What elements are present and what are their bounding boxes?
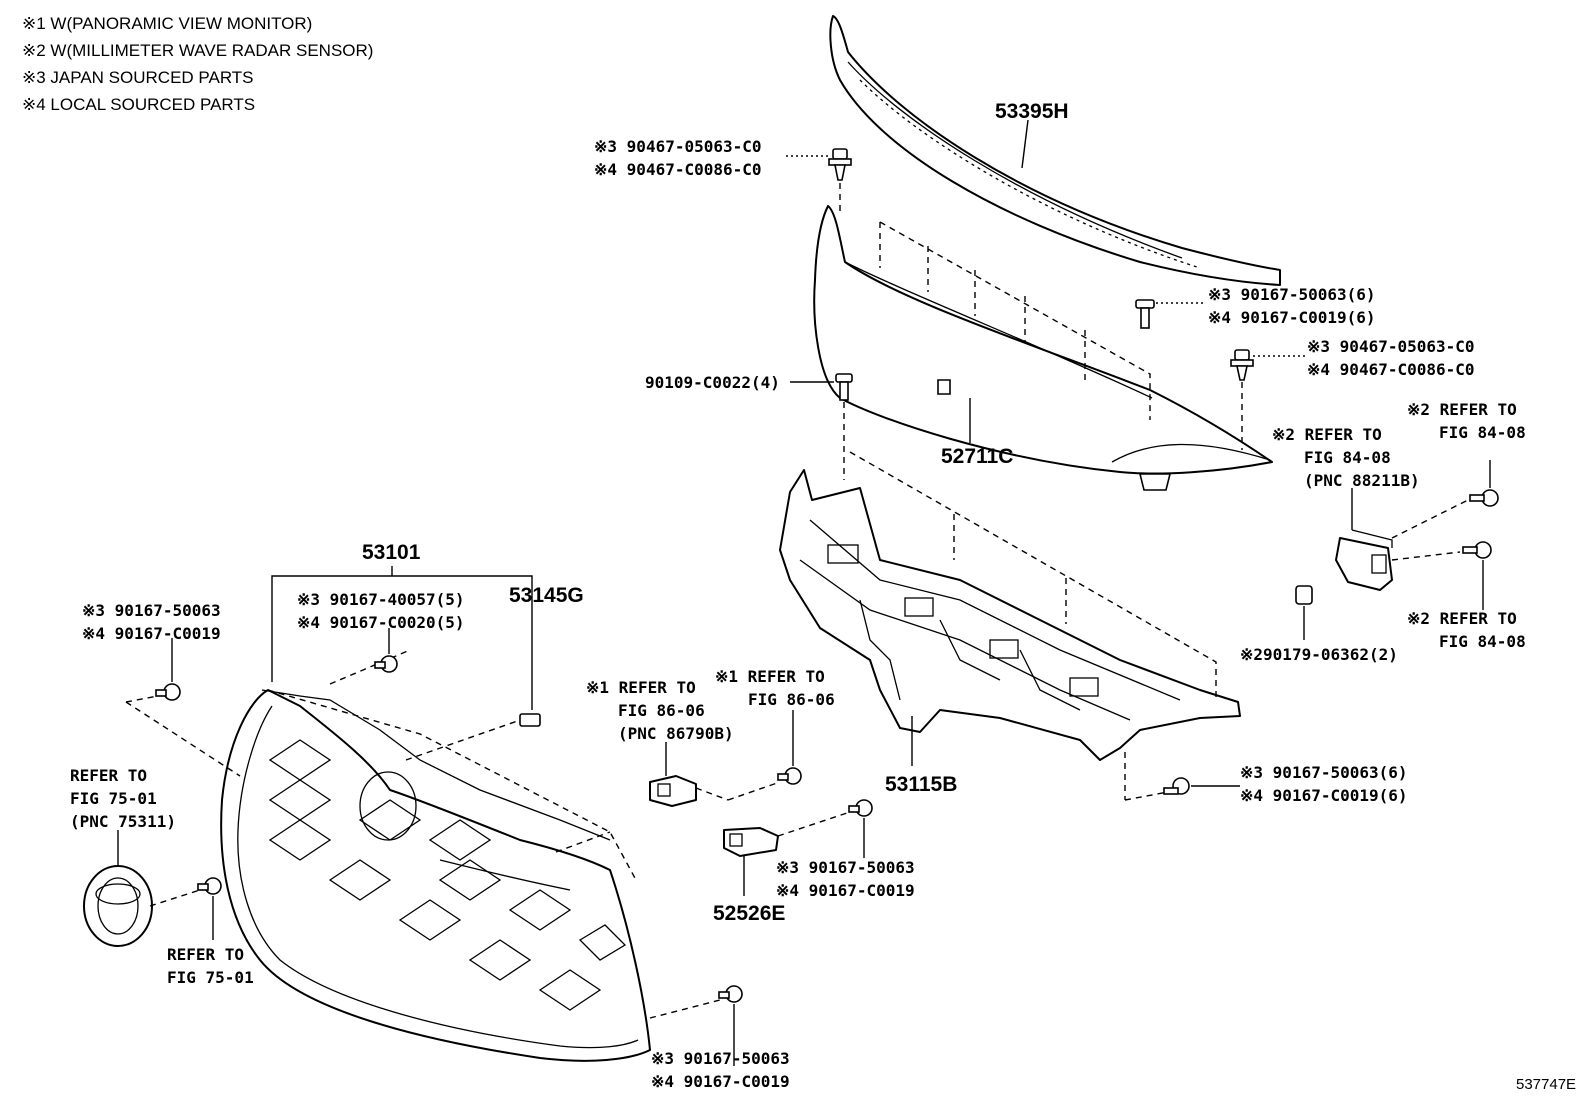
upper-cover-52711c[interactable] bbox=[813, 205, 1273, 491]
radar-ref-low-right-2: FIG 84-08 bbox=[1439, 632, 1526, 651]
camera-left-ref-1: ※1 REFER TO bbox=[586, 678, 696, 697]
top-clip-label-b: ※4 90467-C0086-C0 bbox=[594, 160, 762, 179]
label-53101: 53101 bbox=[362, 541, 421, 564]
left-screw-icon[interactable] bbox=[155, 683, 181, 701]
grille-support-53115b[interactable] bbox=[779, 451, 1241, 766]
bolt-90109-label: 90109-C0022(4) bbox=[645, 373, 780, 392]
camera-right-ref-2: FIG 86-06 bbox=[748, 690, 835, 709]
upper-screw-label-b: ※4 90167-C0019(6) bbox=[1208, 308, 1376, 327]
label-53145g: 53145G bbox=[509, 584, 584, 607]
note-2: ※2 W(MILLIMETER WAVE RADAR SENSOR) bbox=[22, 41, 373, 60]
camera-right-ref-1: ※1 REFER TO bbox=[715, 667, 825, 686]
right-clip-label-b: ※4 90467-C0086-C0 bbox=[1307, 360, 1475, 379]
bottom-screw-label-b: ※4 90167-C0019 bbox=[651, 1072, 790, 1091]
emblem-ref-top-3: (PNC 75311) bbox=[70, 812, 176, 831]
bracket-screw-label-a: ※3 90167-50063 bbox=[776, 858, 915, 877]
figure-code: 537747E bbox=[1516, 1076, 1576, 1093]
radar-ref-low-right-1: ※2 REFER TO bbox=[1407, 609, 1517, 628]
radar-sensor-bracket[interactable] bbox=[1335, 529, 1393, 591]
emblem-ref-low-1: REFER TO bbox=[167, 945, 244, 964]
emblem-icon[interactable] bbox=[83, 865, 153, 947]
note-4: ※4 LOCAL SOURCED PARTS bbox=[22, 95, 255, 114]
label-53115b: 53115B bbox=[885, 773, 957, 796]
bracket-52526e[interactable] bbox=[723, 827, 779, 857]
bottom-screw-icon[interactable] bbox=[718, 985, 743, 1003]
emblem-ref-top-2: FIG 75-01 bbox=[70, 789, 157, 808]
upper-screw-label-a: ※3 90167-50063(6) bbox=[1208, 285, 1376, 304]
upper-screw-icon[interactable] bbox=[1135, 299, 1155, 329]
radar-ref-center-3: (PNC 88211B) bbox=[1304, 471, 1420, 490]
support-screw-label-b: ※4 90167-C0019(6) bbox=[1240, 786, 1408, 805]
support-screw-icon[interactable] bbox=[1163, 777, 1190, 795]
front-camera-icon[interactable] bbox=[649, 775, 697, 807]
label-52711c: 52711C bbox=[941, 445, 1013, 468]
radar-screw-upper-icon[interactable] bbox=[1469, 489, 1499, 507]
legend-notes: ※1 W(PANORAMIC VIEW MONITOR) ※2 W(MILLIM… bbox=[22, 14, 373, 114]
right-clip-icon[interactable] bbox=[1230, 349, 1254, 381]
radar-ref-center-2: FIG 84-08 bbox=[1304, 448, 1391, 467]
grille-screw-label-a: ※3 90167-40057(5) bbox=[297, 590, 465, 609]
grille-screw-5-icon[interactable] bbox=[374, 655, 398, 673]
label-52526e: 52526E bbox=[713, 902, 785, 925]
top-clip-label-a: ※3 90467-05063-C0 bbox=[594, 137, 762, 156]
right-clip-label-a: ※3 90467-05063-C0 bbox=[1307, 337, 1475, 356]
camera-left-ref-3: (PNC 86790B) bbox=[618, 724, 734, 743]
molding-53395h[interactable] bbox=[829, 15, 1281, 286]
label-53395h: 53395H bbox=[995, 100, 1069, 123]
radiator-grille-53101[interactable] bbox=[125, 649, 651, 1062]
bracket-screw-icon[interactable] bbox=[848, 799, 873, 817]
emblem-ref-top-1: REFER TO bbox=[70, 766, 147, 785]
bracket-screw-label-b: ※4 90167-C0019 bbox=[776, 881, 915, 900]
radar-nut-label: ※290179-06362(2) bbox=[1240, 645, 1398, 664]
camera-left-ref-2: FIG 86-06 bbox=[618, 701, 705, 720]
grille-screw-label-b: ※4 90167-C0020(5) bbox=[297, 613, 465, 632]
support-screw-label-a: ※3 90167-50063(6) bbox=[1240, 763, 1408, 782]
note-3: ※3 JAPAN SOURCED PARTS bbox=[22, 68, 254, 87]
radar-ref-center-1: ※2 REFER TO bbox=[1272, 425, 1382, 444]
radar-ref-top-right-1: ※2 REFER TO bbox=[1407, 400, 1517, 419]
bolt-90109-icon[interactable] bbox=[835, 373, 853, 401]
radar-screw-lower-icon[interactable] bbox=[1462, 541, 1492, 559]
top-clip-icon[interactable] bbox=[828, 148, 852, 181]
clip-53145g-icon[interactable] bbox=[519, 713, 541, 727]
left-screw-label-a: ※3 90167-50063 bbox=[82, 601, 221, 620]
bottom-screw-label-a: ※3 90167-50063 bbox=[651, 1049, 790, 1068]
camera-screw-icon[interactable] bbox=[777, 767, 802, 785]
radar-ref-top-right-2: FIG 84-08 bbox=[1439, 423, 1526, 442]
left-screw-label-b: ※4 90167-C0019 bbox=[82, 624, 221, 643]
note-1: ※1 W(PANORAMIC VIEW MONITOR) bbox=[22, 14, 312, 33]
radar-nut-icon[interactable] bbox=[1295, 585, 1313, 605]
emblem-ref-low-2: FIG 75-01 bbox=[167, 968, 254, 987]
emblem-screw-icon[interactable] bbox=[197, 877, 222, 895]
